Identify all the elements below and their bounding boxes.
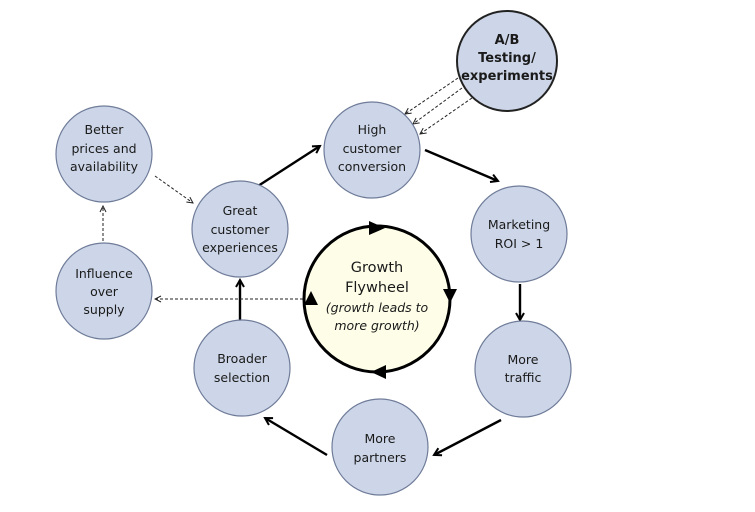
node-label-line: selection: [214, 370, 270, 385]
node-label-line: A/B: [495, 33, 520, 48]
node-label-line: Better: [85, 122, 125, 137]
node-label-line: Testing/: [478, 51, 536, 66]
node-more-traffic: More traffic: [474, 320, 572, 418]
node-label-line: Influence: [75, 266, 133, 281]
node-broader-selection: Broader selection: [193, 319, 291, 417]
node-circle: [191, 180, 289, 278]
node-label-line: customer: [343, 141, 403, 156]
edge-ab-to-conversion-3: [420, 97, 473, 134]
node-influence-over-supply: Influence over supply: [55, 242, 153, 340]
hub-circle: [302, 224, 452, 374]
node-circle: [55, 105, 153, 203]
node-label-line: Great: [223, 203, 258, 218]
edge-ab-to-conversion-2: [413, 87, 463, 124]
node-label-line: availability: [70, 159, 139, 174]
node-circle: [470, 185, 568, 283]
node-label-line: over: [90, 284, 119, 299]
hub-title-line-2: Flywheel: [345, 280, 409, 296]
node-more-partners: More partners: [331, 398, 429, 496]
node-label-line: Marketing: [488, 217, 550, 232]
edges: [103, 77, 520, 457]
node-great-customer-experiences: Great customer experiences: [191, 180, 289, 278]
node-high-customer-conversion: High customer conversion: [323, 101, 421, 199]
node-label-line: Broader: [217, 351, 267, 366]
hub-subtitle-line-1: (growth leads to: [326, 300, 429, 315]
node-marketing-roi: Marketing ROI > 1: [470, 185, 568, 283]
node-circle: [193, 319, 291, 417]
node-circle: [323, 101, 421, 199]
node-circle: [474, 320, 572, 418]
node-label-line: experiences: [202, 240, 278, 255]
hub-arrow-right: [443, 289, 457, 303]
node-better-prices-availability: Better prices and availability: [55, 105, 153, 203]
hub-arrow-left: [304, 291, 318, 305]
edge-partners-to-selection: [265, 418, 328, 457]
node-label-line: More: [365, 431, 396, 446]
node-circle: [331, 398, 429, 496]
node-label-line: traffic: [505, 370, 542, 385]
node-label-line: conversion: [338, 159, 406, 174]
edge-ab-to-conversion-1: [405, 77, 459, 114]
node-label-line: experiments: [461, 69, 553, 84]
edge-prices-to-experiences: [154, 175, 193, 203]
node-label-line: prices and: [71, 141, 136, 156]
node-circle: [456, 10, 558, 112]
edge-traffic-to-partners: [434, 418, 502, 455]
node-label-line: ROI > 1: [495, 236, 544, 251]
hub-subtitle-line-2: more growth): [334, 318, 419, 333]
hub-arrow-bottom: [371, 365, 386, 379]
node-label-line: supply: [83, 302, 125, 317]
node-label-line: partners: [354, 450, 407, 465]
node-circle: [55, 242, 153, 340]
node-label-line: More: [508, 352, 539, 367]
node-ab-testing: A/B Testing/ experiments: [456, 10, 558, 112]
edge-experiences-to-conversion: [257, 146, 320, 188]
node-label-line: customer: [211, 222, 271, 237]
hub-growth-flywheel: Growth Flywheel (growth leads to more gr…: [302, 221, 457, 379]
node-label-line: High: [358, 122, 387, 137]
hub-arrow-top: [369, 221, 385, 235]
hub-title-line-1: Growth: [351, 260, 404, 276]
edge-conversion-to-marketing: [424, 148, 498, 181]
